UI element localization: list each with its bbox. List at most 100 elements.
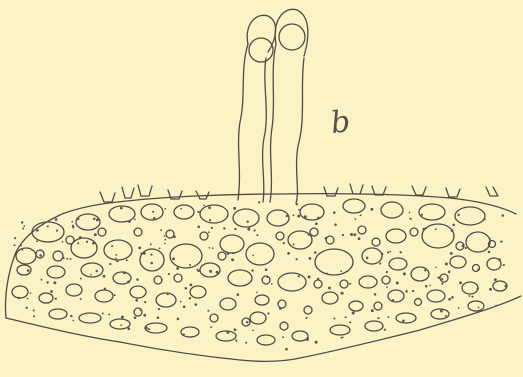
stipple-dot [279, 307, 282, 310]
stipple-dot [160, 229, 162, 231]
stipple-dot [18, 297, 20, 299]
stipple-dot [196, 269, 198, 271]
stipple-dot [484, 218, 486, 220]
stipple-dot [47, 225, 49, 227]
stipple-dot [317, 278, 320, 281]
stipple-dot [209, 219, 211, 221]
stipple-dot [285, 348, 288, 351]
stipple-dot [79, 236, 82, 239]
stipple-dot [176, 267, 179, 270]
stipple-dot [26, 307, 28, 309]
stipple-dot [477, 288, 479, 290]
stipple-dot [283, 242, 285, 244]
stipple-dot [164, 243, 166, 245]
stipple-dot [326, 273, 328, 275]
stipple-dot [13, 244, 15, 246]
stipple-dot [440, 310, 443, 313]
stipple-dot [173, 235, 176, 238]
stipple-dot [498, 258, 501, 261]
stipple-dot [293, 244, 295, 246]
stipple-dot [211, 227, 213, 229]
stipple-dot [448, 298, 451, 301]
stipple-dot [353, 233, 356, 236]
stipple-dot [252, 255, 254, 257]
stipple-dot [208, 206, 211, 209]
stipple-dot [226, 331, 229, 334]
stipple-dot [70, 315, 72, 317]
stipple-dot [358, 237, 361, 240]
stipple-dot [150, 262, 153, 265]
stipple-dot [158, 308, 160, 310]
stipple-dot [77, 242, 79, 244]
stipple-dot [55, 218, 58, 221]
stipple-dot [164, 235, 166, 237]
stipple-dot [340, 270, 342, 272]
stipple-dot [306, 317, 308, 319]
stipple-dot [266, 276, 268, 278]
stipple-dot [421, 214, 423, 216]
stipple-dot [403, 272, 406, 275]
stipple-dot [109, 263, 111, 265]
stipple-dot [234, 228, 236, 230]
stipple-dot [489, 288, 492, 291]
stipple-dot [161, 279, 163, 281]
stipple-dot [386, 271, 388, 273]
stipple-dot [207, 310, 209, 312]
stipple-dot [265, 268, 268, 271]
stipple-dot [70, 258, 72, 260]
stipple-dot [21, 249, 23, 251]
stipple-dot [86, 241, 88, 243]
stipple-dot [180, 208, 182, 210]
stipple-dot [135, 299, 138, 302]
stipple-dot [448, 270, 451, 273]
stipple-dot [451, 229, 454, 232]
stipple-dot [374, 293, 377, 296]
stipple-dot [41, 279, 43, 281]
stipple-dot [286, 215, 288, 217]
stipple-dot [287, 252, 290, 255]
stipple-dot [27, 269, 30, 272]
stipple-dot [138, 247, 141, 250]
stipple-dot [296, 203, 298, 205]
stipple-dot [296, 258, 298, 260]
stipple-dot [177, 318, 180, 321]
stipple-dot [412, 290, 414, 292]
stipple-dot [227, 252, 230, 255]
stipple-dot [209, 270, 212, 273]
stipple-dot [245, 342, 247, 344]
stipple-dot [441, 278, 443, 280]
stipple-dot [387, 316, 389, 318]
stipple-dot [22, 228, 24, 230]
stipple-dot [315, 222, 318, 225]
stipple-dot [104, 287, 106, 289]
stipple-dot [120, 324, 122, 326]
stipple-dot [345, 316, 347, 318]
stipple-dot [249, 226, 251, 228]
stipple-dot [76, 217, 79, 220]
stipple-dot [31, 249, 33, 251]
stipple-dot [504, 285, 507, 288]
stipple-dot [386, 286, 388, 288]
stipple-dot [478, 307, 480, 309]
stipple-dot [267, 312, 269, 314]
stipple-dot [306, 337, 308, 339]
stipple-dot [148, 328, 150, 330]
stipple-dot [111, 245, 113, 247]
stipple-dot [33, 309, 35, 311]
stipple-dot [452, 224, 455, 227]
stipple-dot [256, 234, 258, 236]
stipple-dot [236, 293, 239, 296]
stipple-dot [27, 298, 29, 300]
stipple-dot [216, 271, 219, 274]
stipple-dot [20, 245, 22, 247]
stipple-dot [422, 228, 425, 231]
stipple-dot [232, 252, 234, 254]
stipple-dot [49, 241, 51, 243]
stipple-dot [140, 252, 142, 254]
stipple-dot [409, 212, 411, 214]
stipple-dot [56, 230, 58, 232]
stipple-dot [441, 283, 443, 285]
stipple-dot [108, 314, 110, 316]
stipple-dot [477, 269, 479, 271]
stipple-dot [143, 252, 146, 255]
